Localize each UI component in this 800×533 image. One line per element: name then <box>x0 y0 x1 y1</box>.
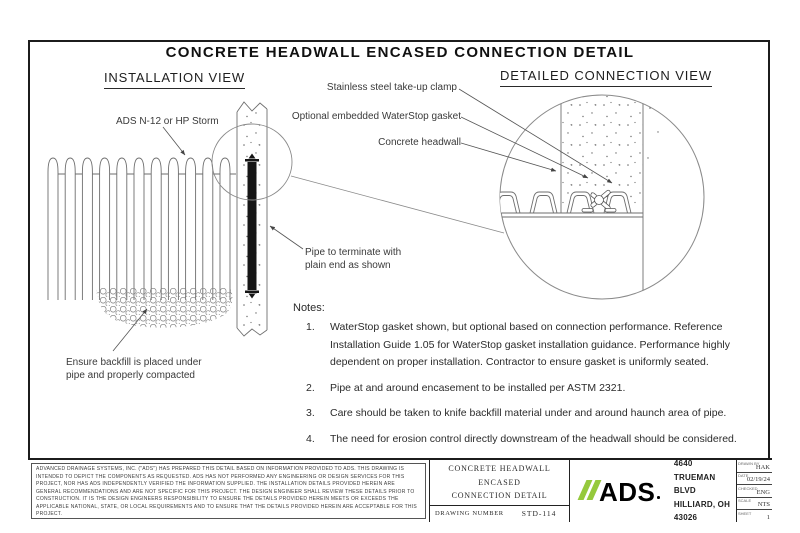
drawing-title: CONCRETE HEADWALL ENCASED CONNECTION DET… <box>430 460 569 505</box>
detailed-view-heading: DETAILED CONNECTION VIEW <box>500 68 713 87</box>
note-item-3: 3. Care should be taken to knife backfil… <box>293 405 773 423</box>
label-ads-pipe: ADS N-12 or HP Storm <box>116 116 219 127</box>
disclaimer-cell: ADVANCED DRAINAGE SYSTEMS, INC. ("ADS") … <box>28 460 430 522</box>
address-line2: HILLIARD, OH 43026 <box>673 499 731 523</box>
label-backfill-line2: pipe and properly compacted <box>66 370 195 381</box>
leader-pipe-end-label <box>269 225 304 250</box>
field-value: 1 <box>766 513 770 521</box>
notes-heading: Notes: <box>293 302 325 314</box>
detail-reference-circle <box>211 123 293 201</box>
note-text: Pipe at and around encasement to be inst… <box>330 381 626 394</box>
note-item-4: 4. The need for erosion control directly… <box>293 431 773 449</box>
label-pipe-terminate-line1: Pipe to terminate with <box>305 247 402 258</box>
drawing-number-label: DRAWING NUMBER <box>435 510 504 518</box>
address-line1: 4640 TRUEMAN BLVD <box>673 459 716 496</box>
note-item-2: 2. Pipe at and around encasement to be i… <box>293 380 773 398</box>
leader-pipe-label <box>162 126 186 156</box>
installation-view-heading: INSTALLATION VIEW <box>104 70 245 89</box>
field-value: 02/19/24 <box>746 476 770 484</box>
date-field: DATE 02/19/24 <box>737 473 772 486</box>
company-address: 4640 TRUEMAN BLVD HILLIARD, OH 43026 <box>674 457 736 525</box>
note-text: Care should be taken to knife backfill m… <box>330 407 727 419</box>
drawing-number-value: STD-114 <box>521 509 557 519</box>
note-text: The need for erosion control directly do… <box>330 432 737 445</box>
leader-gasket-label <box>460 116 589 179</box>
ads-logo: ADS <box>577 476 660 507</box>
drawing-title-line2: CONNECTION DETAIL <box>451 491 548 501</box>
drawing-number-row: DRAWING NUMBER STD-114 <box>430 504 569 522</box>
label-backfill-line1: Ensure backfill is placed under <box>66 357 202 368</box>
note-number: 2. <box>306 381 315 394</box>
label-backfill: Ensure backfill is placed under pipe and… <box>66 356 202 382</box>
disclaimer-text: ADVANCED DRAINAGE SYSTEMS, INC. ("ADS") … <box>31 463 426 519</box>
leader-headwall-label <box>460 142 557 172</box>
corrugated-pipe-drawing <box>47 157 236 301</box>
ads-logo-text: ADS <box>599 476 656 507</box>
detail-reference-line <box>290 175 505 234</box>
field-value: ENG <box>756 488 770 496</box>
title-block-fields: DRAWN BY HAK DATE 02/19/24 CHECKED ENG S… <box>737 460 772 522</box>
drawing-title-line1: CONCRETE HEADWALL ENCASED <box>448 464 551 487</box>
field-label: DATE <box>738 473 749 479</box>
label-takeup-clamp: Stainless steel take-up clamp <box>326 82 457 93</box>
label-concrete-headwall: Concrete headwall <box>378 137 461 148</box>
label-pipe-terminate: Pipe to terminate with plain end as show… <box>305 246 401 272</box>
pipe-corrugation-profile <box>500 191 643 218</box>
note-text: WaterStop gasket shown, but optional bas… <box>330 321 731 368</box>
field-value: NTS <box>757 501 770 509</box>
field-label: CHECKED <box>738 485 758 491</box>
note-number: 4. <box>306 432 315 445</box>
concrete-stipple <box>561 96 643 210</box>
installation-view-drawing <box>47 101 505 352</box>
sheet-field: SHEET 1 <box>737 510 772 522</box>
scale-field: SCALE NTS <box>737 498 772 511</box>
drawing-title-cell: CONCRETE HEADWALL ENCASED CONNECTION DET… <box>430 460 570 522</box>
note-number: 1. <box>306 321 315 333</box>
field-label: SCALE <box>738 498 752 504</box>
note-number: 3. <box>306 407 315 419</box>
drawn-by-field: DRAWN BY HAK <box>737 460 772 473</box>
detailed-view-drawing <box>458 88 705 300</box>
notes-section: Notes: 1. WaterStop gasket shown, but op… <box>293 302 773 456</box>
title-block: ADVANCED DRAINAGE SYSTEMS, INC. ("ADS") … <box>28 458 772 522</box>
note-item-1: 1. WaterStop gasket shown, but optional … <box>293 319 773 372</box>
leader-clamp-label <box>458 88 613 184</box>
label-waterstop-gasket: Optional embedded WaterStop gasket <box>291 111 461 122</box>
field-value: HAK <box>755 463 770 471</box>
label-pipe-terminate-line2: plain end as shown <box>305 260 391 271</box>
backfill-gravel-hatch <box>96 288 233 328</box>
field-label: DRAWN BY <box>738 460 760 466</box>
logo-cell: ADS 4640 TRUEMAN BLVD HILLIARD, OH 43026 <box>570 457 737 525</box>
ads-logo-trademark-dot <box>657 496 660 499</box>
page-title: CONCRETE HEADWALL ENCASED CONNECTION DET… <box>165 44 635 61</box>
leader-backfill-label <box>112 308 148 352</box>
checked-field: CHECKED ENG <box>737 485 772 498</box>
pipe-plain-end-drawing <box>245 153 259 299</box>
field-label: SHEET <box>738 510 752 516</box>
waterstop-gasket-drawing <box>581 189 617 213</box>
